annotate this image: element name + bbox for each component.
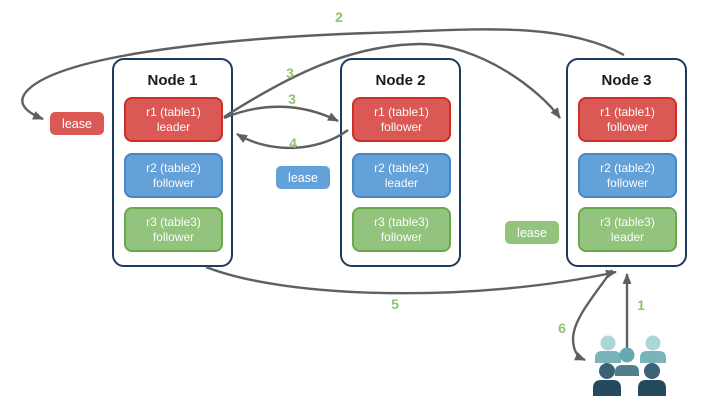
lease-badge-r2: lease [276,166,330,189]
node-3-range-r2: r2 (table2) follower [578,153,677,198]
range-role: follower [380,119,423,134]
node-2-range-r2: r2 (table2) leader [352,153,451,198]
range-role: leader [384,175,419,190]
node-1-range-r1: r1 (table1) leader [124,97,223,142]
range-name: r3 (table3) [600,214,655,229]
node-2-range-r3: r3 (table3) follower [352,207,451,252]
range-name: r2 (table2) [600,160,655,175]
range-name: r1 (table1) [146,104,201,119]
lease-label: lease [62,116,92,131]
node-1-card: Node 1 r1 (table1) leader r2 (table2) fo… [112,58,233,267]
step-label-2: 2 [335,9,343,25]
range-name: r3 (table3) [374,214,429,229]
range-name: r2 (table2) [374,160,429,175]
node-2-range-r1: r1 (table1) follower [352,97,451,142]
node-1-range-r3: r3 (table3) follower [124,207,223,252]
lease-badge-r3: lease [505,221,559,244]
range-name: r1 (table1) [374,104,429,119]
step-label-3a: 3 [286,65,294,81]
step-label-1: 1 [637,297,645,313]
lease-label: lease [517,225,547,240]
node-3-range-r1: r1 (table1) follower [578,97,677,142]
node-1-title: Node 1 [147,72,198,89]
lease-label: lease [288,170,318,185]
step-label-3b: 3 [288,91,296,107]
node-3-range-r3: r3 (table3) leader [578,207,677,252]
step-label-5: 5 [391,296,399,312]
users-group-icon [593,335,666,396]
step-label-6: 6 [558,320,566,336]
range-role: follower [152,175,195,190]
node-1-range-r2: r2 (table2) follower [124,153,223,198]
lease-badge-r1: lease [50,112,104,135]
range-role: follower [152,229,195,244]
node-3-title: Node 3 [601,72,652,89]
range-role: follower [606,175,649,190]
range-role: leader [156,119,191,134]
arrow-step-3-to-node2 [223,105,339,123]
node-3-card: Node 3 r1 (table1) follower r2 (table2) … [566,58,687,267]
node-2-title: Node 2 [375,72,426,89]
step-label-4: 4 [289,135,297,151]
range-role: leader [610,229,645,244]
node-2-card: Node 2 r1 (table1) follower r2 (table2) … [340,58,461,267]
range-name: r2 (table2) [146,160,201,175]
range-role: follower [380,229,423,244]
arrow-step-5-response [205,265,617,295]
range-role: follower [606,119,649,134]
range-name: r1 (table1) [600,104,655,119]
range-name: r3 (table3) [146,214,201,229]
